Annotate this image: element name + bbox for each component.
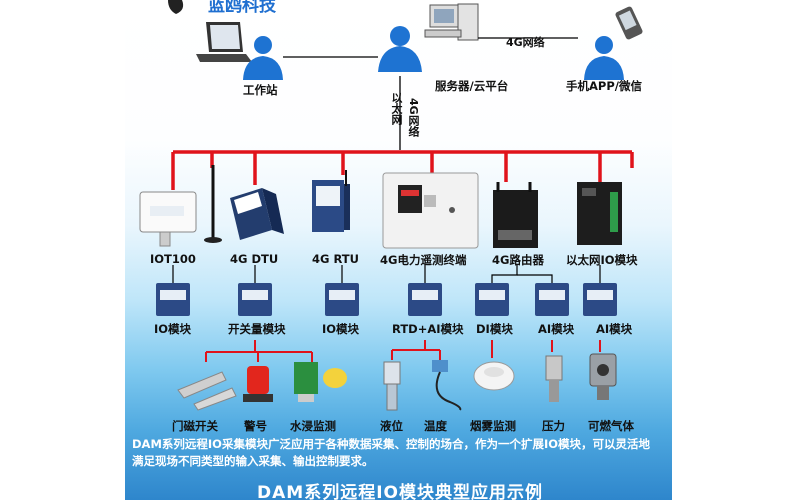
label-ethernet-vertical: 以太网	[390, 92, 403, 125]
label-4g-network-top: 4G网络	[506, 36, 545, 49]
module-connector-lines	[172, 265, 601, 283]
label-sensor-water: 水浸监测	[290, 419, 336, 433]
label-4g-vertical: 4G网络	[407, 98, 420, 137]
module-5-icon	[475, 283, 509, 316]
device-4g-dtu	[230, 188, 284, 240]
gas-detector-icon	[589, 353, 617, 400]
label-module-7: AI模块	[596, 322, 633, 336]
device-iot100	[139, 191, 197, 247]
module-6-icon	[535, 283, 569, 316]
label-sensor-pressure: 压力	[542, 419, 565, 433]
level-sensor-icon	[383, 361, 401, 411]
pressure-sensor-icon	[545, 355, 563, 402]
door-magnet-icon	[177, 371, 237, 411]
person-mobile-icon	[584, 36, 624, 80]
label-gateway-ethernet-io: 以太网IO模块	[566, 253, 638, 267]
alarm-siren-icon	[243, 366, 273, 402]
laptop-icon	[196, 22, 252, 62]
label-sensor-siren: 警号	[244, 419, 267, 433]
label-server: 服务器/云平台	[435, 79, 509, 93]
top-network-lines	[283, 37, 578, 150]
label-gateway-router: 4G路由器	[492, 253, 544, 267]
module-1-icon	[156, 283, 190, 316]
label-gateway-telemetry: 4G电力遥测终端	[380, 253, 467, 267]
label-module-5: DI模块	[476, 322, 513, 336]
label-sensor-temperature: 温度	[424, 419, 447, 433]
diagram-title: DAM系列远程IO模块典型应用示例	[257, 483, 543, 503]
label-module-6: AI模块	[538, 322, 575, 336]
diagram-panel	[125, 0, 672, 500]
device-4g-router	[493, 182, 538, 248]
water-leak-icon	[294, 362, 347, 402]
description-text: DAM系列远程IO采集模块广泛应用于各种数据采集、控制的场合，作为一个扩展IO模…	[132, 437, 650, 468]
label-workstation: 工作站	[243, 83, 278, 97]
label-gateway-iot100: IOT100	[150, 252, 196, 266]
module-4-icon	[408, 283, 442, 316]
module-3-icon	[325, 283, 359, 316]
device-4g-telemetry-terminal	[382, 172, 479, 249]
person-workstation-icon	[243, 36, 283, 80]
label-sensor-door: 门磁开关	[172, 419, 218, 433]
label-gateway-4g-dtu: 4G DTU	[230, 252, 279, 266]
label-gateway-4g-rtu: 4G RTU	[312, 252, 359, 266]
label-module-4: RTD+AI模块	[392, 322, 464, 336]
label-sensor-gas: 可燃气体	[588, 419, 634, 433]
label-mobile: 手机APP/微信	[566, 79, 642, 93]
module-7-icon	[583, 283, 617, 316]
label-module-2: 开关量模块	[228, 322, 286, 336]
brand-name: 蓝鸥科技	[208, 0, 276, 16]
label-sensor-smoke: 烟雾监测	[470, 419, 516, 433]
sensor-connector-lines	[205, 340, 601, 362]
label-sensor-level: 液位	[380, 419, 403, 433]
red-bus-lines	[171, 150, 634, 190]
io-module-icons	[156, 283, 617, 316]
device-4g-rtu	[312, 170, 350, 232]
mobile-phone-icon	[615, 6, 643, 40]
brand-logo-icon	[168, 0, 184, 14]
device-ethernet-io	[577, 182, 622, 245]
antenna-icon	[204, 165, 222, 243]
label-module-3: IO模块	[322, 322, 360, 336]
computer-server-icon	[424, 3, 479, 41]
module-2-icon	[238, 283, 272, 316]
label-module-1: IO模块	[154, 322, 192, 336]
temperature-probe-icon	[432, 360, 462, 411]
person-server-icon	[378, 26, 422, 72]
smoke-detector-icon	[473, 361, 515, 391]
